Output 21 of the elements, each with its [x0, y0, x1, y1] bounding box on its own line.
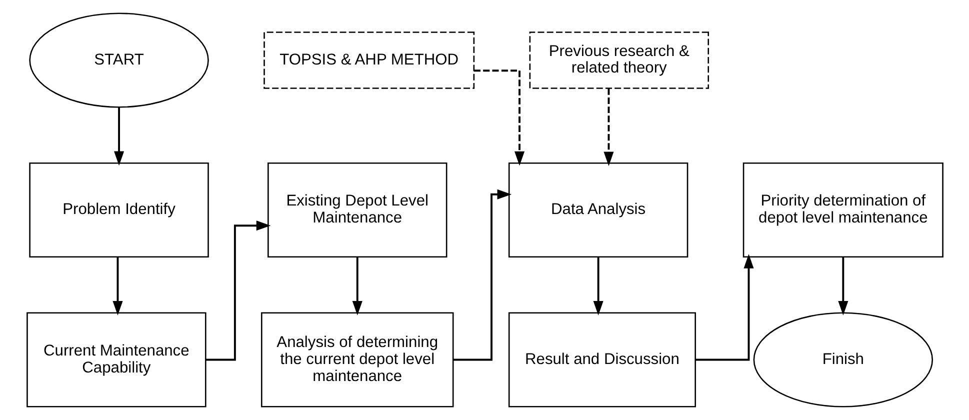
- node-box: Existing Depot Level Maintenance: [267, 162, 447, 258]
- arrow: [452, 189, 512, 361]
- arrow: [205, 220, 270, 361]
- arrow: [592, 256, 603, 316]
- node-box: Previous research & related theory: [528, 32, 708, 89]
- node-box: Result and Discussion: [508, 312, 696, 408]
- arrow: [112, 256, 122, 316]
- node-box: Current Maintenance Capability: [26, 312, 206, 408]
- arrow: [352, 256, 362, 316]
- node-box: Priority determination of depot level maintenance: [742, 162, 943, 258]
- arrow: [694, 254, 754, 361]
- node-box: Analysis of determining the current depot level maintenance: [260, 312, 454, 408]
- arrow: [473, 70, 524, 166]
- node-box: TOPSIS & AHP METHOD: [263, 32, 474, 89]
- arrow: [114, 107, 124, 166]
- node-ellipse: Finish: [752, 312, 933, 408]
- arrow: [838, 256, 848, 316]
- node-box: Data Analysis: [508, 162, 688, 258]
- node-ellipse: START: [28, 12, 208, 108]
- arrow: [603, 88, 614, 166]
- node-box: Problem Identify: [28, 162, 208, 258]
